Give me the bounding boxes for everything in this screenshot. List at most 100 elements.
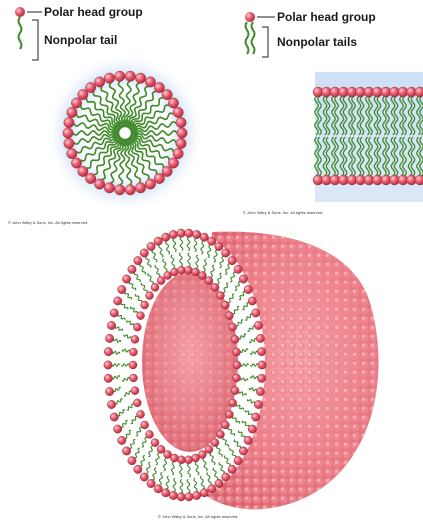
- bilayer-legend: [245, 12, 275, 57]
- polar-head: [258, 361, 266, 369]
- polar-head: [110, 309, 118, 317]
- polar-head: [173, 107, 183, 117]
- polar-head: [154, 237, 162, 245]
- polar-head: [244, 436, 252, 444]
- polar-head: [222, 249, 230, 257]
- polar-head: [233, 361, 241, 369]
- polar-head: [176, 117, 186, 127]
- polar-head: [239, 447, 247, 455]
- polar-head: [125, 71, 135, 81]
- polar-head-icon: [15, 7, 25, 17]
- polar-head: [169, 230, 177, 238]
- bracket-icon: [32, 20, 38, 60]
- polar-head: [185, 493, 193, 501]
- polar-head: [229, 323, 237, 331]
- polar-head: [104, 183, 114, 193]
- vesicle-copyright: © John Wiley & Sons, Inc. All rights res…: [158, 514, 238, 519]
- polar-head: [177, 229, 185, 237]
- polar-head: [170, 268, 178, 276]
- polar-head: [129, 348, 137, 356]
- polar-head: [128, 456, 136, 464]
- polar-head: [137, 312, 145, 320]
- polar-head: [67, 107, 77, 117]
- polar-head: [225, 410, 233, 418]
- polar-head: [154, 485, 162, 493]
- polar-head: [231, 335, 239, 343]
- polar-head: [177, 493, 185, 501]
- polar-head-icon: [245, 12, 255, 22]
- polar-head: [71, 158, 81, 168]
- polar-head: [192, 230, 200, 238]
- bilayer-tail-label: Nonpolar tails: [277, 35, 357, 49]
- polar-head: [415, 87, 423, 97]
- polar-head: [140, 473, 148, 481]
- polar-head: [157, 277, 165, 285]
- polar-head: [104, 347, 112, 355]
- polar-head: [94, 179, 104, 189]
- polar-head: [244, 285, 252, 293]
- polar-head: [135, 73, 145, 83]
- polar-head: [225, 312, 233, 320]
- polar-head: [234, 456, 242, 464]
- polar-head: [107, 400, 115, 408]
- lipid-bilayer: [313, 72, 423, 202]
- polar-head: [177, 266, 185, 274]
- polar-head: [415, 175, 423, 185]
- polar-head: [234, 265, 242, 273]
- polar-head: [205, 445, 213, 453]
- polar-head: [64, 138, 74, 148]
- polar-head: [200, 489, 208, 497]
- polar-head: [161, 233, 169, 241]
- polar-head: [208, 485, 216, 493]
- polar-head: [107, 321, 115, 329]
- polar-head: [198, 271, 206, 279]
- polar-head: [192, 454, 200, 462]
- polar-head: [252, 309, 260, 317]
- polar-head: [208, 237, 216, 245]
- polar-head: [248, 425, 256, 433]
- polar-head: [164, 451, 172, 459]
- polar-head: [104, 374, 112, 382]
- micelle: [45, 53, 205, 213]
- polar-head: [137, 410, 145, 418]
- polar-head: [105, 387, 113, 395]
- polar-head: [252, 413, 260, 421]
- nonpolar-tail-icon: [246, 22, 249, 54]
- polar-head: [254, 400, 262, 408]
- polar-head: [256, 334, 264, 342]
- micelle-copyright: © John Wiley & Sons, Inc. All rights res…: [8, 220, 88, 225]
- polar-head: [141, 421, 149, 429]
- polar-head: [133, 399, 141, 407]
- polar-head: [192, 491, 200, 499]
- micelle-legend: [15, 7, 42, 60]
- polar-head: [113, 297, 121, 305]
- polar-head: [168, 158, 178, 168]
- polar-head: [105, 334, 113, 342]
- bilayer-head-label: Polar head group: [277, 10, 376, 24]
- polar-head: [145, 179, 155, 189]
- polar-head: [211, 283, 219, 291]
- polar-head: [248, 297, 256, 305]
- nonpolar-tail-icon: [252, 22, 255, 54]
- polar-head: [147, 479, 155, 487]
- polar-head: [185, 456, 193, 464]
- polar-head: [78, 166, 88, 176]
- polar-head: [231, 387, 239, 395]
- polar-head: [110, 413, 118, 421]
- polar-head: [257, 347, 265, 355]
- polar-head: [122, 275, 130, 283]
- polar-head: [118, 285, 126, 293]
- polar-head: [254, 321, 262, 329]
- polar-head: [162, 89, 172, 99]
- polar-head: [211, 439, 219, 447]
- polar-head: [129, 374, 137, 382]
- polar-head: [154, 173, 164, 183]
- polar-head: [118, 436, 126, 444]
- polar-head: [125, 185, 135, 195]
- polar-head: [104, 73, 114, 83]
- polar-head: [115, 185, 125, 195]
- polar-head: [64, 117, 74, 127]
- polar-head: [134, 256, 142, 264]
- polar-head: [141, 301, 149, 309]
- polar-head: [228, 256, 236, 264]
